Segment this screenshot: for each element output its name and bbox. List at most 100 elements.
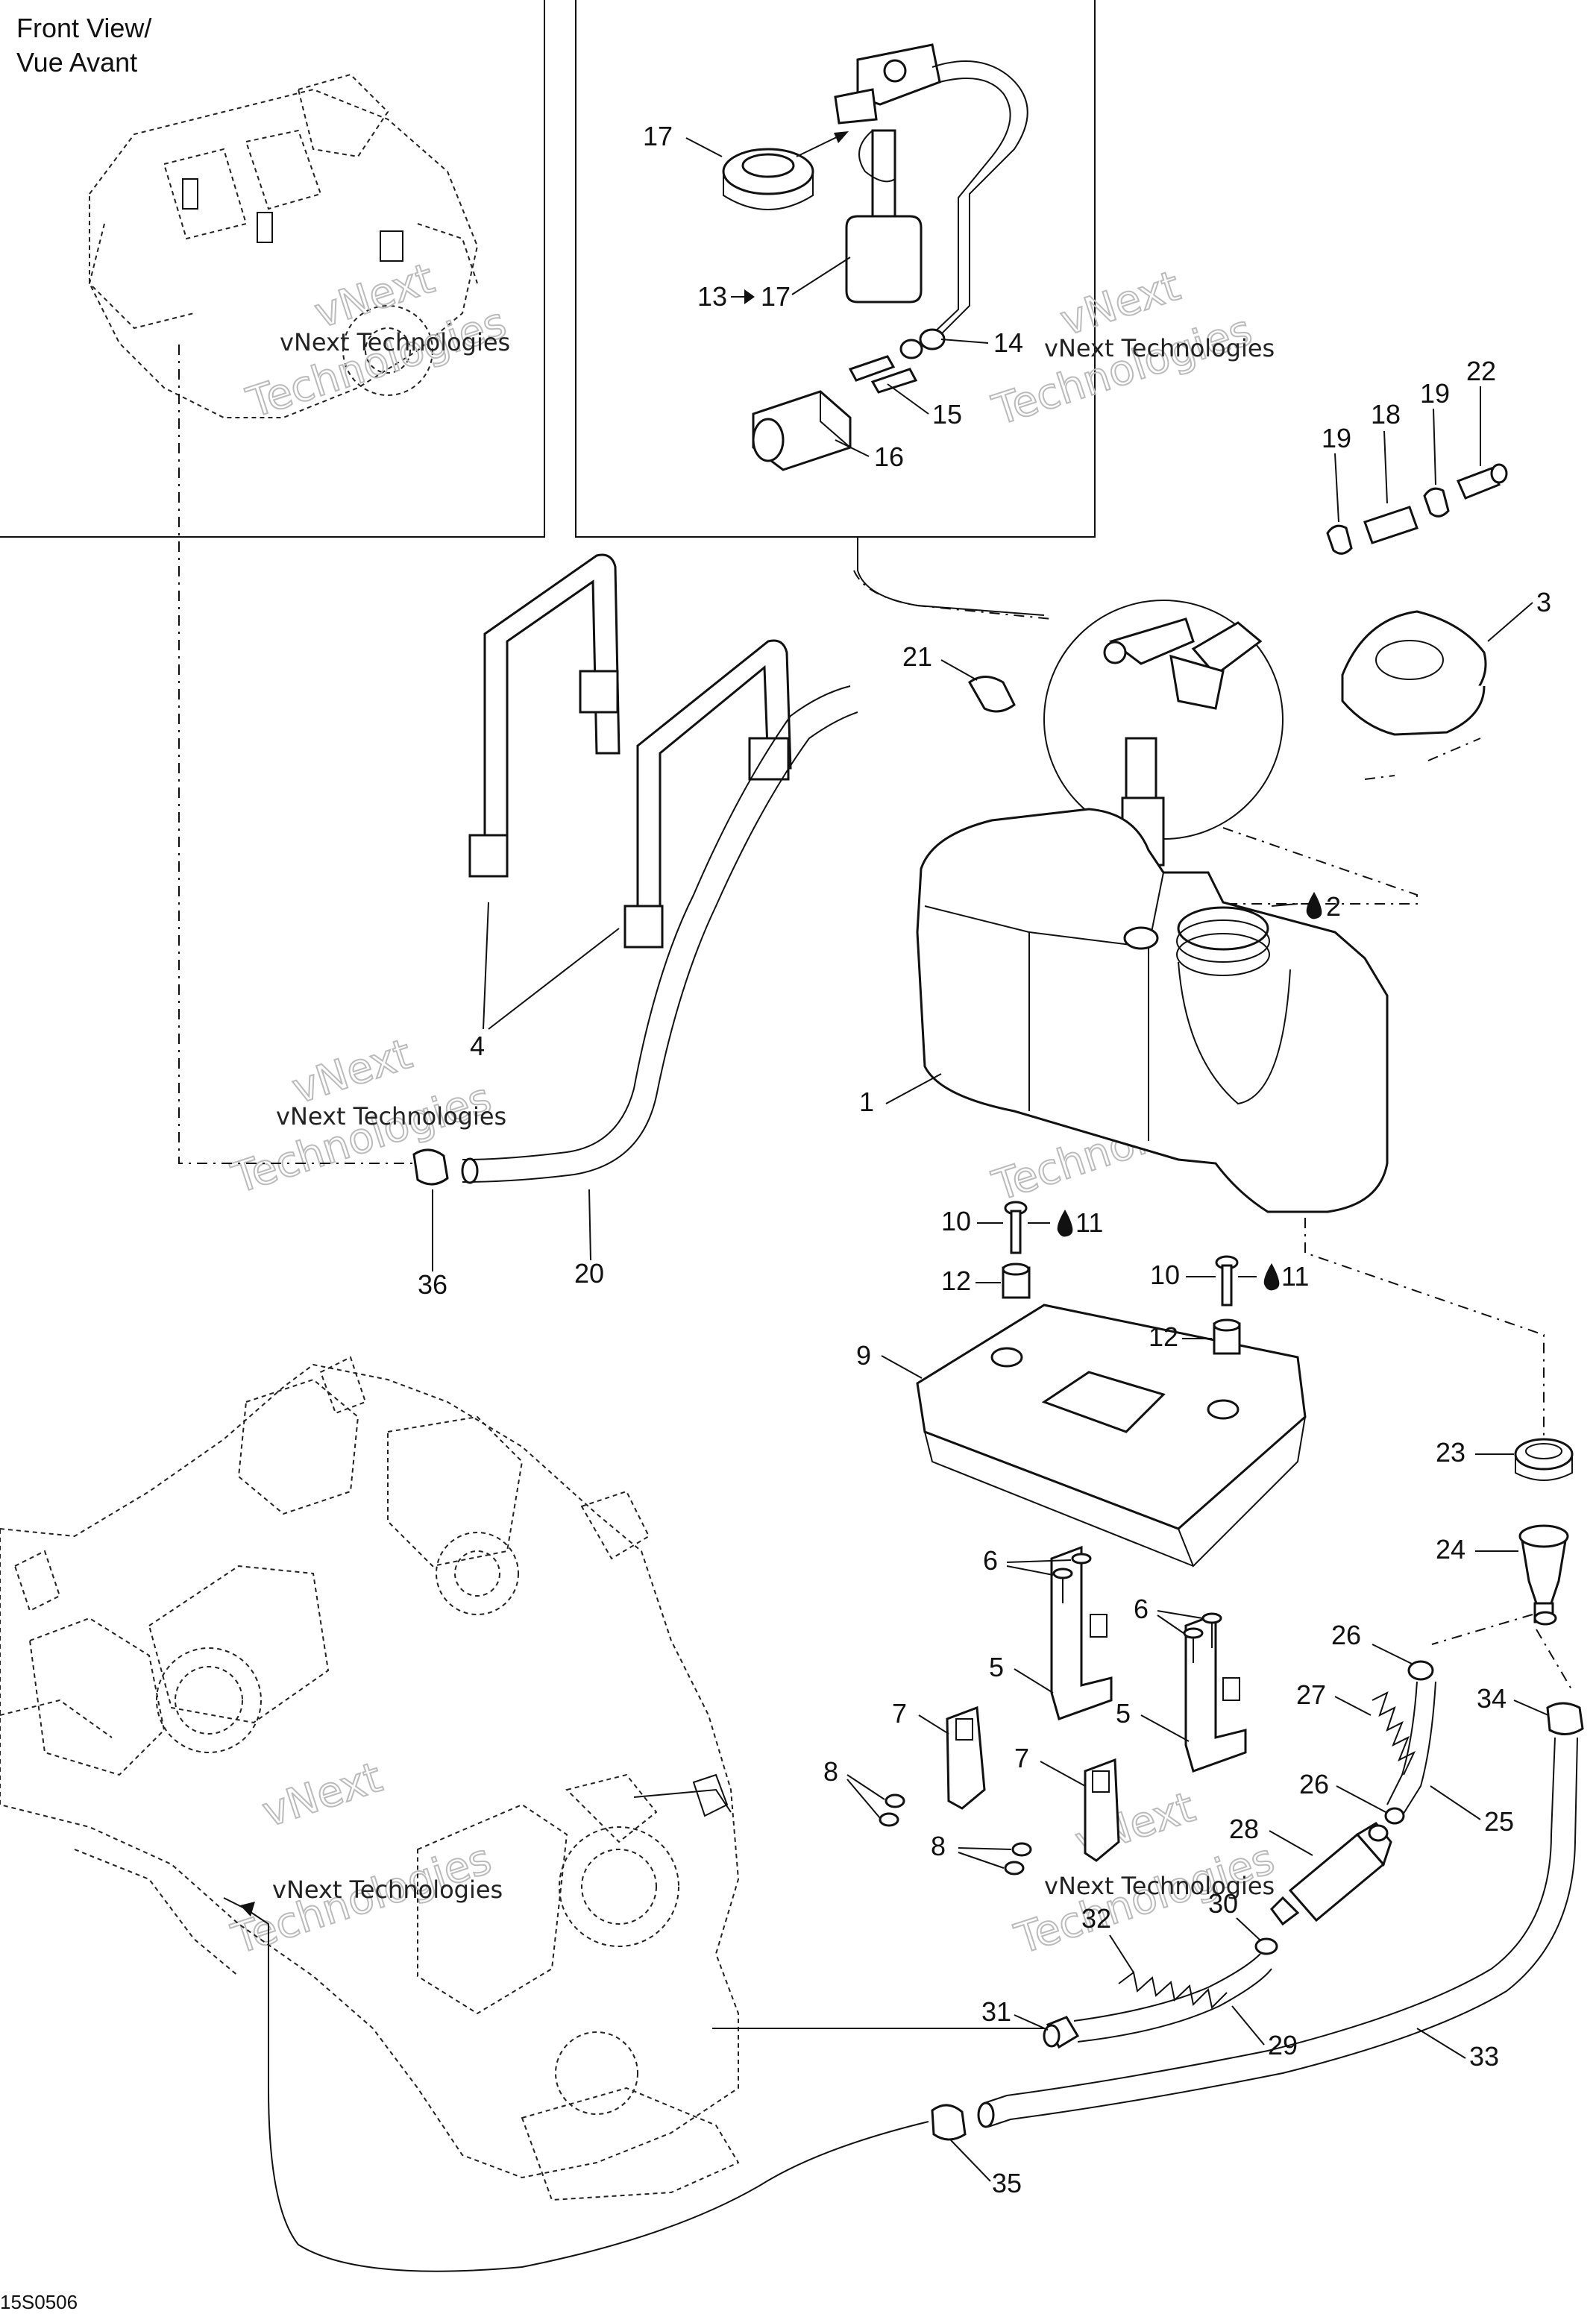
- callout-9: 9: [856, 1340, 871, 1371]
- clamp-part-26-bottom: [1384, 1807, 1405, 1825]
- screw-part-6-a: [1052, 1553, 1092, 1603]
- screw-part-6-b: [1183, 1612, 1222, 1663]
- callout-6-a: 6: [983, 1545, 998, 1576]
- callout-34: 34: [1477, 1683, 1507, 1714]
- callout-13-range-end: 17: [761, 281, 791, 312]
- clamp-part-34: [1546, 1702, 1584, 1735]
- callout-5-b: 5: [1116, 1698, 1131, 1729]
- drawing-code: 15S0506: [0, 2291, 78, 2313]
- callout-19-left: 19: [1322, 423, 1351, 453]
- callout-32: 32: [1081, 1903, 1111, 1934]
- connector-part-14: [899, 328, 946, 359]
- spacer-part-12-b: [1213, 1318, 1241, 1355]
- callout-11-a: 11: [1075, 1207, 1103, 1238]
- hose-part-18: [1363, 506, 1419, 544]
- terminal-part-15: [848, 355, 918, 394]
- callout-29: 29: [1268, 2030, 1298, 2060]
- callout-20: 20: [574, 1258, 604, 1289]
- bracket-part-7-b: [1084, 1758, 1120, 1862]
- fitting-part-31: [1043, 2016, 1080, 2049]
- clamp-part-19: [1326, 487, 1450, 555]
- callout-35: 35: [992, 2168, 1022, 2198]
- callout-12-b: 12: [1149, 1321, 1178, 1352]
- callout-11-b: 11: [1281, 1261, 1309, 1292]
- callout-22: 22: [1466, 356, 1496, 386]
- callout-8-b: 8: [931, 1831, 946, 1861]
- oil-drop-icon: [1263, 1263, 1280, 1291]
- clamp-part-35: [931, 2104, 967, 2141]
- callout-23: 23: [1436, 1437, 1465, 1468]
- watermark-bottom-right: vNext Technologies vNext Technologies: [1008, 1782, 1281, 1965]
- screw-part-10-b: [1215, 1255, 1239, 1307]
- watermark-top-right: vNext Technologies vNext Technologies: [986, 261, 1275, 436]
- clamp-part-26-top: [1407, 1660, 1434, 1681]
- callout-30: 30: [1208, 1888, 1238, 1919]
- callout-33: 33: [1469, 2041, 1499, 2072]
- callout-17: 17: [643, 121, 673, 151]
- arrow-right-icon: [731, 289, 755, 304]
- clamp-part-21: [968, 676, 1016, 713]
- grommet-part-23: [1514, 1438, 1574, 1481]
- hose-part-29: [1073, 1953, 1272, 2043]
- spacer-part-12-a: [1002, 1263, 1031, 1299]
- callout-12-a: 12: [941, 1266, 971, 1296]
- callout-13: 13: [697, 281, 727, 312]
- screw-part-10-a: [1004, 1201, 1028, 1254]
- clamp-part-36: [412, 1148, 449, 1186]
- front-view-inset: Front View/ Vue Avant: [0, 0, 545, 538]
- watermark-top-left: vNext Technologies vNext Technologies: [240, 254, 512, 429]
- bracket-part-7-a: [946, 1705, 986, 1810]
- callout-24: 24: [1436, 1534, 1465, 1565]
- watermark-text: vNext Technologies: [276, 1102, 506, 1131]
- watermark-text: vNext Technologies: [1044, 1872, 1275, 1900]
- valve-part-24: [1518, 1524, 1569, 1626]
- callout-36: 36: [418, 1269, 447, 1300]
- callout-15: 15: [932, 399, 962, 430]
- screw-part-8-a: [879, 1793, 905, 1827]
- front-view-label-line1: Front View/: [16, 13, 151, 43]
- callout-5-a: 5: [989, 1652, 1004, 1682]
- tank-support-part-9: [916, 1304, 1307, 1568]
- front-view-engine-sketch: [88, 73, 479, 418]
- callout-26-bottom: 26: [1299, 1769, 1329, 1799]
- callout-10-b: 10: [1150, 1260, 1180, 1290]
- hose-part-25: [1386, 1681, 1436, 1817]
- screw-part-8-b: [1004, 1842, 1032, 1876]
- oil-drop-icon: [1306, 892, 1322, 919]
- callout-21: 21: [902, 641, 932, 672]
- callout-28: 28: [1229, 1814, 1259, 1844]
- callout-19-right: 19: [1420, 378, 1450, 409]
- callout-18: 18: [1371, 399, 1401, 430]
- tank-strap-part-4: [468, 553, 792, 949]
- front-view-label-line2: Vue Avant: [16, 47, 137, 78]
- fuel-hose-part-33: [977, 1737, 1578, 2128]
- watermark-text: vNext Technologies: [272, 1876, 503, 1904]
- callout-1: 1: [859, 1087, 874, 1117]
- fuel-gauge-inset: 17 13 17 14 15 16: [575, 0, 1096, 538]
- engine-assembly: [0, 1356, 740, 2201]
- callout-31: 31: [981, 1996, 1011, 2027]
- fuel-tank-part-1: [916, 808, 1389, 1213]
- callout-2: 2: [1326, 891, 1341, 922]
- callout-4: 4: [470, 1031, 485, 1061]
- clamp-part-30: [1254, 1937, 1278, 1955]
- spring-part-27: [1372, 1691, 1416, 1776]
- grommet-part-17: [722, 131, 849, 210]
- vent-hose-part-20: [461, 685, 858, 1184]
- callout-14: 14: [993, 327, 1023, 358]
- callout-7-a: 7: [892, 1698, 907, 1729]
- callout-25: 25: [1484, 1806, 1514, 1837]
- bracket-part-5-b: [1184, 1612, 1247, 1773]
- watermark-text: vNext Technologies: [280, 328, 510, 356]
- spring-part-32: [1118, 1971, 1228, 2010]
- watermark-bottom-left: vNext Technologies vNext Technologies: [225, 1752, 503, 1965]
- callout-10-a: 10: [941, 1206, 971, 1236]
- callout-8-a: 8: [823, 1756, 838, 1787]
- callout-16: 16: [874, 441, 904, 472]
- callout-26-top: 26: [1331, 1620, 1361, 1650]
- watermark-outline-1: vNext: [257, 1753, 388, 1837]
- connector-housing-part-16: [752, 390, 852, 471]
- fuel-filter-part-28: [1270, 1822, 1392, 1926]
- fitting-part-22: [1456, 463, 1508, 500]
